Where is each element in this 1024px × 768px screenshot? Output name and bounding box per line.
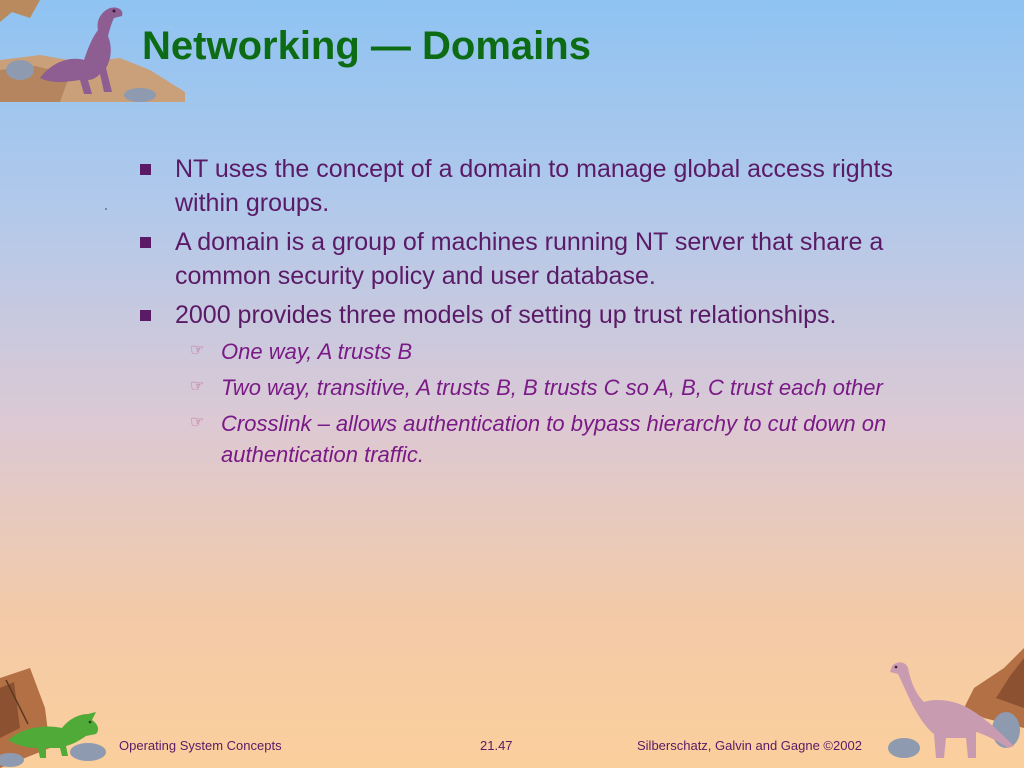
footer-copyright: Silberschatz, Galvin and Gagne ©2002	[637, 738, 862, 753]
speck-decoration	[105, 208, 107, 210]
pointing-hand-icon: ☞	[190, 414, 205, 431]
sub-bullet-item: ☞ Crosslink – allows authentication to b…	[138, 408, 898, 470]
bullet-item: A domain is a group of machines running …	[138, 225, 898, 293]
bullet-list: NT uses the concept of a domain to manag…	[138, 152, 898, 475]
bullet-item: NT uses the concept of a domain to manag…	[138, 152, 898, 220]
brontosaurus-dinosaur-icon	[888, 648, 1024, 758]
sub-bullet-item: ☞ Two way, transitive, A trusts B, B tru…	[138, 372, 898, 403]
sub-bullet-item: ☞ One way, A trusts B	[138, 336, 898, 367]
sub-bullet-list: ☞ One way, A trusts B ☞ Two way, transit…	[175, 336, 898, 470]
footer-course-title: Operating System Concepts	[119, 738, 282, 753]
sub-bullet-text: Two way, transitive, A trusts B, B trust…	[221, 375, 883, 400]
pointing-hand-icon: ☞	[190, 342, 205, 359]
trex-dinosaur-icon	[0, 0, 185, 102]
bullet-item: 2000 provides three models of setting up…	[138, 298, 898, 470]
sub-bullet-text: Crosslink – allows authentication to byp…	[221, 411, 887, 467]
pointing-hand-icon: ☞	[190, 378, 205, 395]
square-bullet-icon	[140, 237, 151, 248]
square-bullet-icon	[140, 164, 151, 175]
triceratops-dinosaur-icon	[0, 668, 106, 768]
square-bullet-icon	[140, 310, 151, 321]
sub-bullet-text: One way, A trusts B	[221, 339, 413, 364]
bullet-text: NT uses the concept of a domain to manag…	[175, 155, 894, 217]
slide-title: Networking — Domains	[142, 24, 591, 68]
bullet-text: A domain is a group of machines running …	[175, 228, 884, 290]
footer-slide-number: 21.47	[480, 738, 513, 753]
bullet-text: 2000 provides three models of setting up…	[175, 301, 837, 329]
